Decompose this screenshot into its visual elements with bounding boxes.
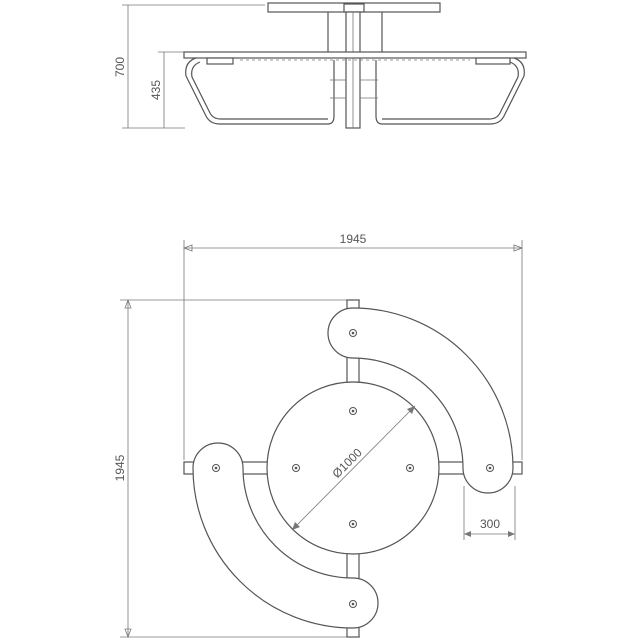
side-leg-right — [375, 57, 525, 125]
side-seat-board — [183, 51, 527, 59]
top-view: 1945 1945 Ø1000 — [113, 232, 524, 639]
bench-bolts — [212, 329, 494, 608]
dim-label-435: 435 — [149, 80, 163, 100]
table-bolts — [292, 407, 414, 528]
dim-line-diameter — [291, 405, 416, 531]
dim-label-700: 700 — [113, 57, 127, 77]
bench-bottom-left — [192, 442, 379, 629]
dim-label-300: 300 — [480, 517, 500, 531]
dim-label-height: 1945 — [113, 454, 127, 481]
bench-top-right — [327, 307, 514, 494]
side-leg-left — [185, 57, 335, 125]
side-view: 700 435 — [113, 2, 527, 129]
dim-label-width: 1945 — [340, 232, 367, 246]
